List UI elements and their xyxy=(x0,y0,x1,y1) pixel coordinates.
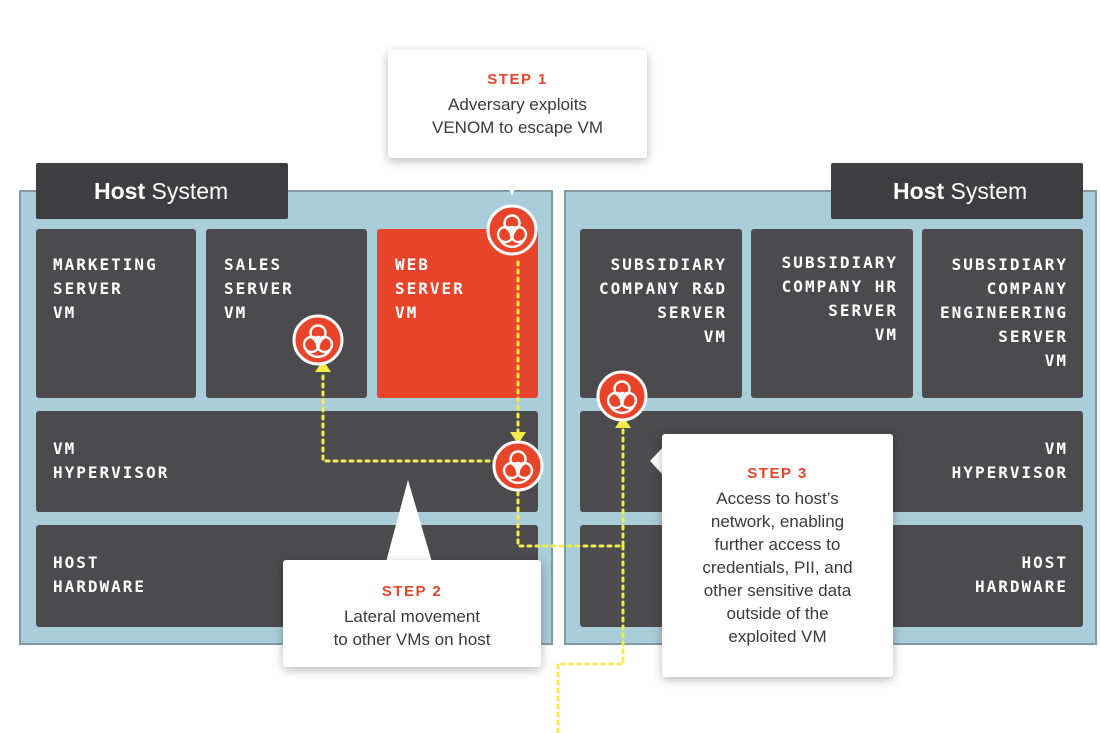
left-vm-hypervisor-label: VM HYPERVISOR xyxy=(53,439,170,482)
subsidiary-hr-server-vm: SUBSIDIARY COMPANY HR SERVER VM xyxy=(751,229,913,398)
step-3-title: STEP 3 xyxy=(747,465,808,482)
right-vm-hypervisor-label: VM HYPERVISOR xyxy=(951,439,1068,482)
left-vm-hypervisor: VM HYPERVISOR xyxy=(36,411,538,512)
sales-server-vm: SALES SERVER VM xyxy=(206,229,367,398)
step-2-text: Lateral movement to other VMs on host xyxy=(333,607,491,649)
marketing-server-vm-label: MARKETING SERVER VM xyxy=(53,255,158,322)
step-3-callout: STEP 3 Access to host’s network, enablin… xyxy=(662,434,893,677)
step-1-title: STEP 1 xyxy=(487,71,548,88)
subsidiary-rd-server-vm-label: SUBSIDIARY COMPANY R&D SERVER VM xyxy=(599,255,727,346)
left-host-label-bold: Host xyxy=(94,178,146,204)
step-1-text: Adversary exploits VENOM to escape VM xyxy=(431,95,603,137)
right-host-label-rest: System xyxy=(950,178,1028,204)
step-2-callout: STEP 2 Lateral movement to other VMs on … xyxy=(283,560,541,667)
step-1-callout: STEP 1 Adversary exploits VENOM to escap… xyxy=(388,50,647,158)
left-host-label-rest: System xyxy=(151,178,229,204)
right-host-label-bold: Host xyxy=(893,178,945,204)
left-host-label: Host System xyxy=(36,163,288,219)
right-host-hardware-label: HOST HARDWARE xyxy=(974,553,1068,596)
subsidiary-hr-server-vm-label: SUBSIDIARY COMPANY HR SERVER VM xyxy=(781,253,898,344)
subsidiary-rd-server-vm: SUBSIDIARY COMPANY R&D SERVER VM xyxy=(580,229,742,398)
subsidiary-engineering-server-vm-label: SUBSIDIARY COMPANY ENGINEERING SERVER VM xyxy=(940,255,1068,370)
marketing-server-vm: MARKETING SERVER VM xyxy=(36,229,196,398)
sales-server-vm-label: SALES SERVER VM xyxy=(224,255,294,322)
left-host-hardware-label: HOST HARDWARE xyxy=(53,553,147,596)
subsidiary-engineering-server-vm: SUBSIDIARY COMPANY ENGINEERING SERVER VM xyxy=(922,229,1083,398)
step-3-text: Access to host’s network, enabling furth… xyxy=(702,489,853,646)
right-host-label: Host System xyxy=(831,163,1083,219)
web-server-vm: WEB SERVER VM xyxy=(377,229,538,398)
web-server-vm-label: WEB SERVER VM xyxy=(395,255,465,322)
step-2-title: STEP 2 xyxy=(381,583,443,600)
